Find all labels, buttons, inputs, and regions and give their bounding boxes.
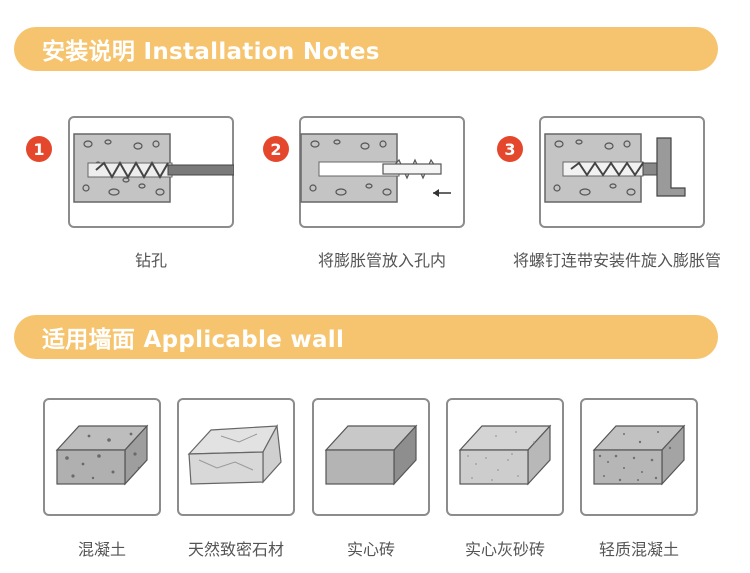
applicable-wall-banner: 适用墙面 Applicable wall bbox=[14, 315, 718, 359]
installation-notes-title: 安装说明 Installation Notes bbox=[42, 39, 380, 65]
applicable-wall-title: 适用墙面 Applicable wall bbox=[42, 327, 345, 353]
step-number-badge: 1 bbox=[26, 136, 52, 162]
concrete-block-icon bbox=[55, 424, 149, 486]
wall-label: 混凝土 bbox=[77, 540, 126, 559]
step-1-caption: 钻孔 bbox=[134, 251, 167, 270]
lightweight-concrete-icon bbox=[592, 424, 686, 486]
wall-label: 轻质混凝土 bbox=[598, 540, 679, 559]
step-2-caption: 将膨胀管放入孔内 bbox=[317, 251, 446, 270]
sand-lime-brick-icon bbox=[458, 424, 552, 486]
anchor-insert-icon bbox=[300, 133, 451, 203]
screw-fastening-icon bbox=[544, 133, 686, 203]
installation-notes-banner: 安装说明 Installation Notes bbox=[14, 27, 718, 71]
wall-label: 实心砖 bbox=[346, 540, 395, 559]
solid-brick-icon bbox=[324, 424, 418, 486]
wall-label: 实心灰砂砖 bbox=[464, 540, 545, 559]
drill-bit-in-wall-icon bbox=[73, 133, 234, 203]
step-3-caption: 将螺钉连带安装件旋入膨胀管 bbox=[512, 251, 721, 270]
step-number-badge: 2 bbox=[263, 136, 289, 162]
wall-label: 天然致密石材 bbox=[187, 540, 284, 559]
natural-stone-icon bbox=[187, 424, 282, 485]
step-number-badge: 3 bbox=[497, 136, 523, 162]
